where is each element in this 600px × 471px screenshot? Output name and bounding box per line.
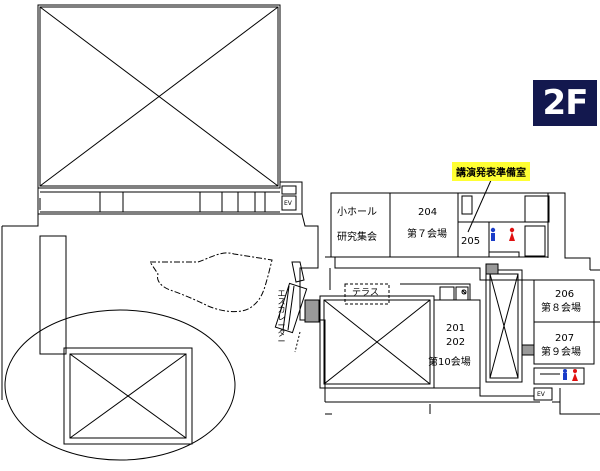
- stair-void: [485, 269, 523, 383]
- north-corridor: [37, 181, 303, 215]
- room-204-number: 204: [418, 207, 438, 218]
- wheelchair-icon: [461, 289, 467, 295]
- central-void: [319, 295, 435, 389]
- terrace-area: [344, 283, 390, 305]
- room-201-202-name: 第10会場: [428, 357, 471, 368]
- room-201-number: 201: [446, 323, 466, 334]
- room-206-name: 第８会場: [541, 303, 581, 314]
- ev-label-bottom: EV: [537, 391, 545, 398]
- callout-leader: [467, 177, 493, 233]
- upper-atrium-void: [37, 4, 281, 189]
- balcony-void: [149, 252, 273, 313]
- room-205: [457, 221, 490, 258]
- room-206: [533, 279, 595, 323]
- prep-room-callout: 講演発表準備室: [452, 162, 530, 181]
- restroom-men-icon-2: [563, 369, 567, 380]
- ev-label-top: EV: [284, 200, 292, 207]
- escalator-label: エスカレーター: [277, 289, 286, 346]
- restroom-women-icon-2: [572, 369, 578, 381]
- terrace-label: テラス: [352, 288, 379, 298]
- room-204-name: 第７会場: [407, 229, 447, 240]
- room-202-number: 202: [446, 337, 466, 348]
- restroom-women-icon: [509, 227, 515, 241]
- escalator: [274, 261, 320, 353]
- small-hall-room: [330, 192, 391, 258]
- room-207-name: 第９会場: [541, 347, 581, 358]
- room-207: [533, 321, 595, 365]
- room-207-number: 207: [555, 333, 575, 344]
- restroom-men-icon: [490, 227, 496, 241]
- small-hall-label: 小ホール: [337, 207, 377, 218]
- research-meeting-label: 研究集会: [337, 232, 377, 243]
- room-204: [389, 192, 459, 258]
- lower-oval-void: [4, 309, 236, 461]
- room-205-number: 205: [461, 236, 481, 247]
- room-206-number: 206: [555, 289, 575, 300]
- floor-badge: 2F: [533, 80, 597, 126]
